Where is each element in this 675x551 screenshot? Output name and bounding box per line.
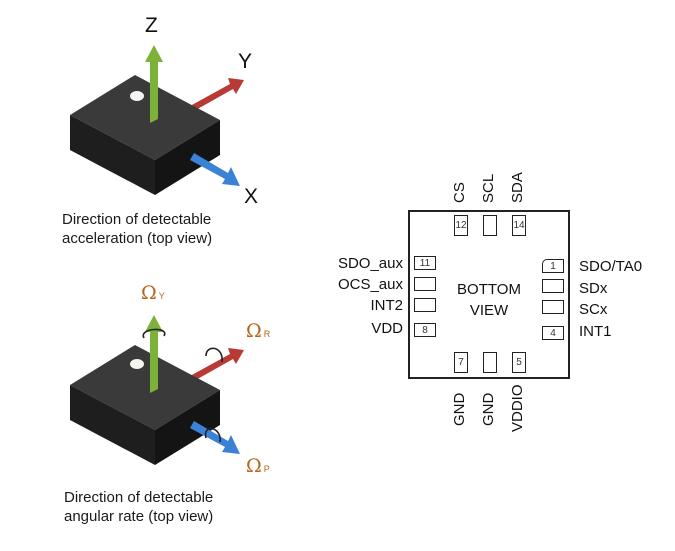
pin-label-scl: SCL — [480, 173, 497, 203]
z-axis-label: Z — [145, 14, 158, 37]
pin-label-vddio: VDDIO — [509, 384, 526, 432]
pin-label-gnd-7: GND — [451, 392, 468, 426]
y-axis-arrow — [190, 78, 244, 111]
roll-axis-arrow — [190, 348, 244, 381]
accel-caption-line1: Direction of detectable — [62, 211, 212, 228]
roll-rotation-icon — [205, 347, 223, 363]
accel-chip-illustration — [70, 45, 244, 195]
y-axis-label: Y — [238, 50, 253, 73]
pad-left-vdd: 8 — [414, 323, 436, 337]
pad-top-scl — [483, 215, 497, 236]
pin1-dot — [130, 359, 144, 369]
pad-top-sda: 14 — [512, 215, 526, 236]
package-outline: BOTTOM VIEW 12 14 11 8 1 4 7 5 — [408, 210, 570, 379]
roll-subscript: R — [263, 329, 271, 339]
pad-left-int2 — [414, 298, 436, 312]
pin-label-int2: INT2 — [370, 297, 403, 314]
pad-bottom-vddio: 5 — [512, 352, 526, 373]
omega-symbol: Ω — [246, 455, 262, 477]
pitch-rotation-icon — [204, 427, 221, 443]
pitch-subscript: P — [263, 464, 270, 474]
chip-body — [70, 75, 220, 195]
pin-label-sdo-aux: SDO_aux — [337, 255, 403, 272]
x-axis-label: X — [244, 185, 259, 208]
pin-label-cs: CS — [451, 182, 468, 203]
pad-left-sdo-aux: 11 — [414, 256, 436, 270]
pad-bottom-gnd — [483, 352, 497, 373]
pad-right-scx — [542, 300, 564, 314]
bottom-view-line1: BOTTOM — [457, 281, 521, 298]
pad-left-ocs-aux — [414, 277, 436, 291]
pin-label-scx: SCx — [579, 301, 608, 318]
pad-right-sdo-ta0: 1 — [542, 259, 564, 273]
pin-label-vdd: VDD — [371, 320, 403, 337]
gyro-caption-line1: Direction of detectable — [64, 489, 214, 506]
pin-label-gnd: GND — [480, 392, 497, 426]
pin1-dot — [130, 91, 144, 101]
bottom-view-line2: VIEW — [469, 302, 509, 319]
pad-right-int1: 4 — [542, 326, 564, 340]
pin-label-ocs-aux: OCS_aux — [337, 276, 403, 293]
pad-bottom-gnd-7: 7 — [454, 352, 468, 373]
omega-symbol: Ω — [246, 320, 262, 342]
pad-right-sdx — [542, 279, 564, 293]
accel-caption-line2: acceleration (top view) — [62, 230, 213, 247]
accel-caption: Direction of detectable acceleration (to… — [62, 210, 212, 248]
omega-symbol: Ω — [141, 282, 157, 304]
x-axis-arrow — [190, 153, 240, 186]
z-axis-arrow — [145, 45, 163, 123]
pin-label-int1: INT1 — [579, 323, 612, 340]
chip-body — [70, 345, 220, 465]
yaw-subscript: Y — [158, 291, 165, 301]
pitch-axis-arrow — [190, 421, 240, 454]
pin-label-sda: SDA — [509, 172, 526, 203]
pin-label-sdo-ta0: SDO/TA0 — [579, 258, 643, 275]
gyro-caption-line2: angular rate (top view) — [64, 508, 214, 525]
yaw-rotation-icon — [142, 328, 166, 339]
pad-top-cs: 12 — [454, 215, 468, 236]
gyro-chip-illustration — [70, 315, 244, 465]
pin-label-sdx: SDx — [579, 280, 608, 297]
yaw-axis-arrow — [145, 315, 163, 393]
gyro-caption: Direction of detectable angular rate (to… — [64, 488, 213, 526]
